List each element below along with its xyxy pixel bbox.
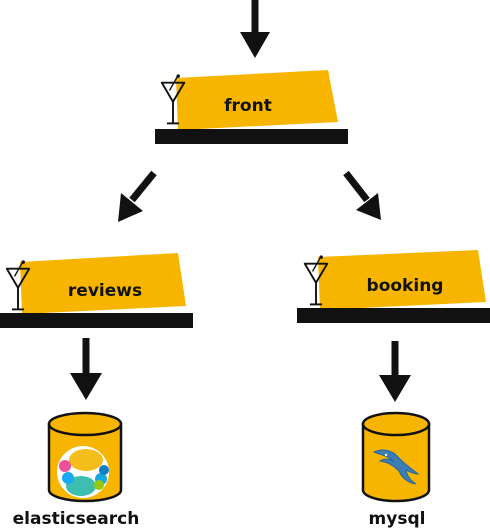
mysql-dolphin-icon [372, 449, 420, 485]
service-front: front [155, 70, 348, 144]
database-mysql: mysql [361, 411, 431, 529]
database-elasticsearch: elasticsearch [13, 411, 140, 529]
database-mysql-label: mysql [369, 509, 426, 529]
service-booking-label: booking [367, 276, 444, 296]
service-reviews: reviews [0, 253, 193, 328]
arrow-front-to-booking [343, 170, 381, 220]
service-front-label: front [224, 96, 272, 116]
arrow-booking-to-mysql [379, 341, 411, 402]
database-elasticsearch-label: elasticsearch [13, 509, 140, 529]
entry-arrow [240, 0, 270, 58]
elasticsearch-logo-icon [57, 446, 109, 498]
arrow-front-to-reviews [118, 170, 157, 222]
arrow-reviews-to-elasticsearch [70, 338, 102, 400]
service-reviews-label: reviews [68, 281, 142, 301]
service-booking: booking [297, 250, 490, 323]
